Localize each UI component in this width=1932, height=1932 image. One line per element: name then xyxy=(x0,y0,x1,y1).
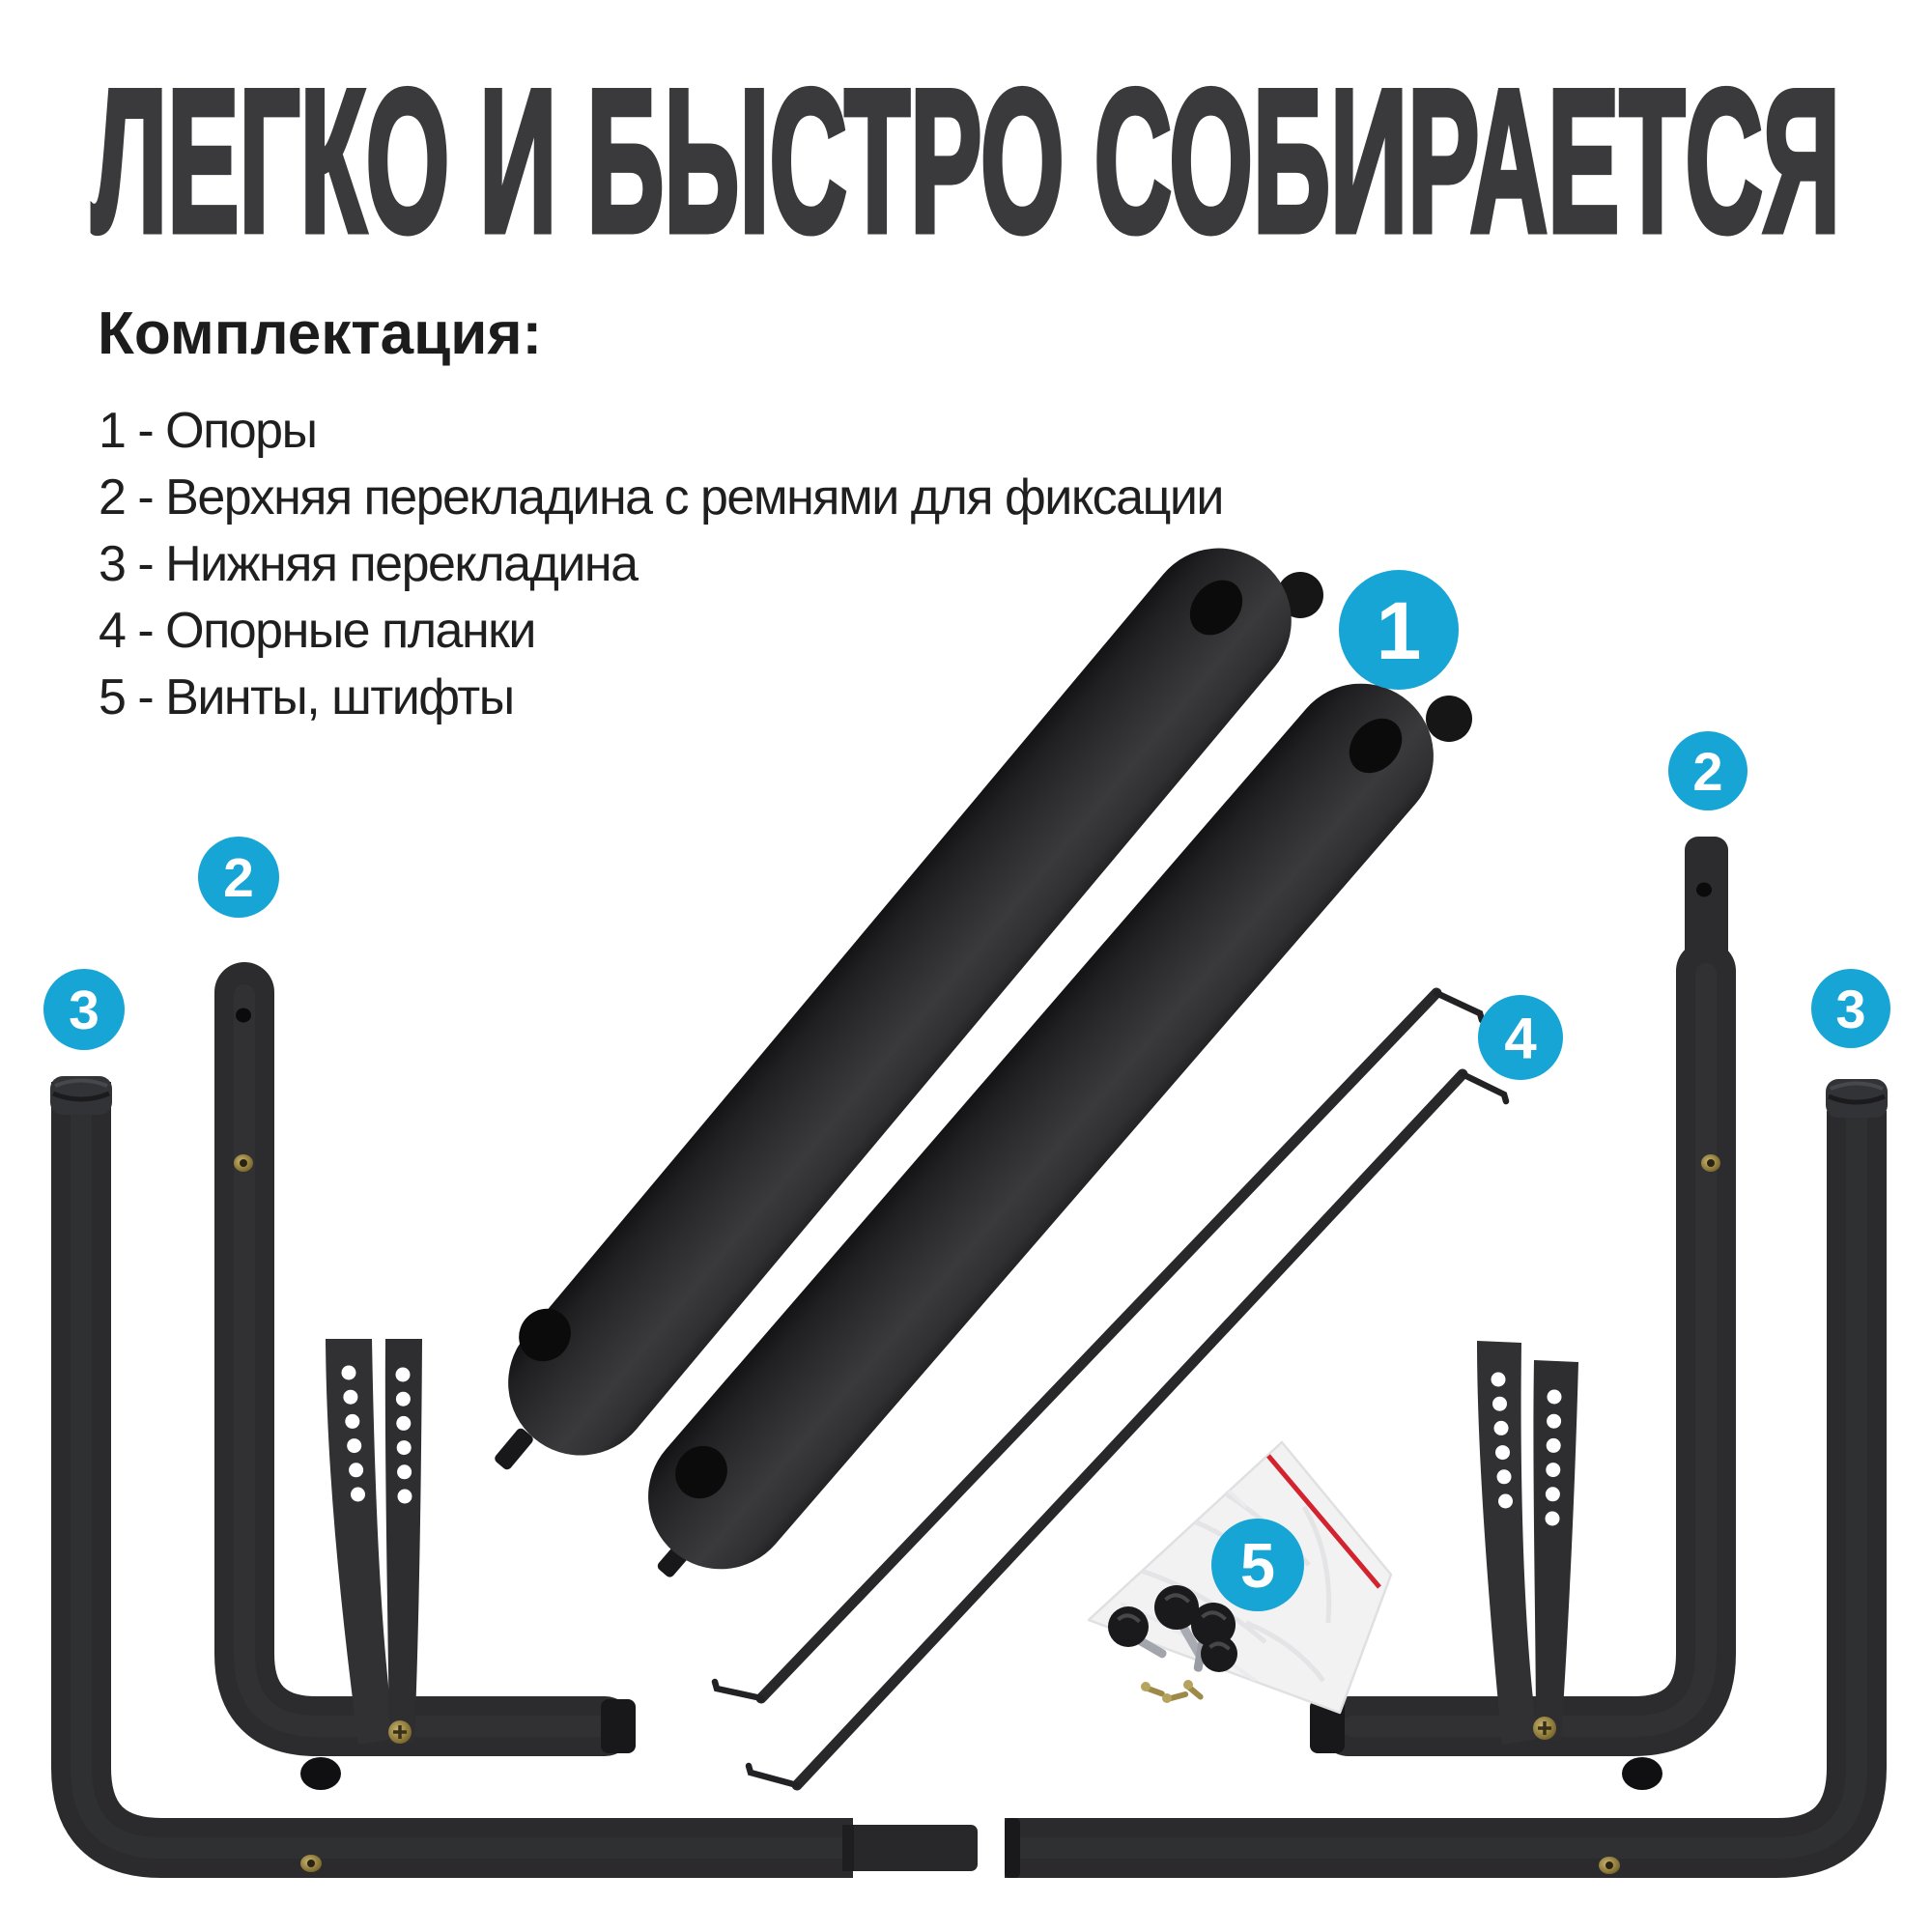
svg-text:2 - Верхняя перекладина с ремн: 2 - Верхняя перекладина с ремнями для фи… xyxy=(99,469,1223,526)
svg-text:1 - Опоры: 1 - Опоры xyxy=(99,403,316,459)
svg-text:1: 1 xyxy=(1377,585,1422,676)
svg-text:ЛЕГКО И БЫСТРО СОБИРАЕТСЯ: ЛЕГКО И БЫСТРО СОБИРАЕТСЯ xyxy=(92,47,1840,274)
svg-text:3 - Нижняя перекладина: 3 - Нижняя перекладина xyxy=(99,536,639,592)
svg-text:Комплектация:: Комплектация: xyxy=(98,300,542,367)
svg-text:3: 3 xyxy=(1835,979,1865,1039)
svg-text:4: 4 xyxy=(1504,1006,1537,1070)
svg-text:2: 2 xyxy=(1692,741,1722,802)
svg-text:4 - Опорные планки: 4 - Опорные планки xyxy=(99,603,535,659)
svg-text:5 - Винты, штифты: 5 - Винты, штифты xyxy=(99,669,514,725)
svg-text:2: 2 xyxy=(223,847,254,909)
svg-text:3: 3 xyxy=(69,980,99,1041)
svg-text:5: 5 xyxy=(1240,1530,1275,1601)
